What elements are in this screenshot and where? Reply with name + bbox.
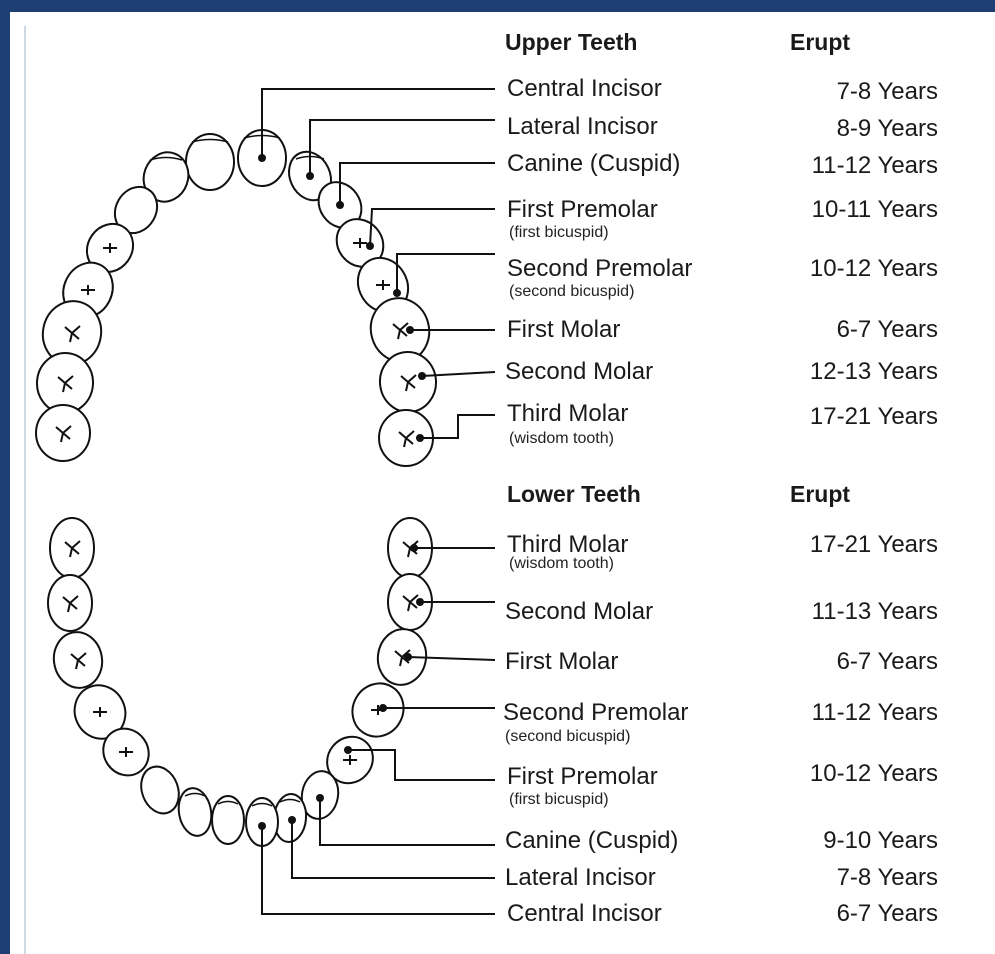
leader-dot	[306, 172, 314, 180]
lower-tooth-erupt: 6-7 Years	[778, 902, 938, 926]
upper-tooth-name: Canine (Cuspid)	[507, 152, 680, 176]
leader-dot	[316, 794, 324, 802]
leader-dot	[418, 372, 426, 380]
leader-line	[310, 120, 495, 176]
leader-dot	[410, 544, 418, 552]
leader-line	[397, 254, 495, 293]
lower-tooth-name: First Molar	[505, 650, 618, 674]
lower-tooth-note: (second bicuspid)	[505, 729, 630, 745]
upper-tooth-erupt: 12-13 Years	[778, 360, 938, 384]
leader-dot	[404, 653, 412, 661]
lower-tooth-name: Third Molar	[507, 533, 628, 557]
lower-erupt-header: Erupt	[790, 483, 850, 506]
leader-dot	[393, 289, 401, 297]
lower-tooth-note: (first bicuspid)	[509, 792, 609, 808]
leader-dot	[379, 704, 387, 712]
lower-tooth-erupt: 11-13 Years	[778, 600, 938, 624]
lower-tooth-name: Second Molar	[505, 600, 653, 624]
lower-tooth-name: Second Premolar	[503, 701, 688, 725]
lower-tooth-erupt: 17-21 Years	[778, 533, 938, 557]
upper-tooth-name: Second Molar	[505, 360, 653, 384]
leader-line	[320, 798, 495, 845]
upper-tooth-erupt: 17-21 Years	[778, 405, 938, 429]
lower-tooth-name: First Premolar	[507, 765, 658, 789]
upper-tooth-name: Second Premolar	[507, 257, 692, 281]
leader-dot	[344, 746, 352, 754]
upper-erupt-header: Erupt	[790, 31, 850, 54]
lower-tooth-name: Lateral Incisor	[505, 866, 656, 890]
upper-tooth-note: (wisdom tooth)	[509, 431, 614, 447]
upper-tooth-name: Central Incisor	[507, 77, 662, 101]
upper-tooth-name: Lateral Incisor	[507, 115, 658, 139]
leader-line	[370, 209, 495, 246]
leader-line	[262, 89, 495, 158]
leader-dot	[416, 434, 424, 442]
leader-dot	[258, 822, 266, 830]
lower-teeth-header: Lower Teeth	[507, 483, 641, 506]
upper-tooth-name: First Molar	[507, 318, 620, 342]
upper-tooth-erupt: 7-8 Years	[778, 80, 938, 104]
lower-tooth-name: Central Incisor	[507, 902, 662, 926]
upper-tooth-name: First Premolar	[507, 198, 658, 222]
leader-line	[292, 820, 495, 878]
leader-line	[340, 163, 495, 205]
lower-tooth-erupt: 10-12 Years	[778, 762, 938, 786]
lower-tooth-erupt: 7-8 Years	[778, 866, 938, 890]
leader-dot	[336, 201, 344, 209]
leader-dot	[366, 242, 374, 250]
upper-tooth-erupt: 10-12 Years	[778, 257, 938, 281]
lower-tooth-erupt: 11-12 Years	[778, 701, 938, 725]
upper-tooth-erupt: 8-9 Years	[778, 117, 938, 141]
lower-tooth-name: Canine (Cuspid)	[505, 829, 678, 853]
leader-dot	[258, 154, 266, 162]
lower-tooth-note: (wisdom tooth)	[509, 556, 614, 572]
upper-tooth-erupt: 11-12 Years	[778, 154, 938, 178]
upper-tooth-note: (second bicuspid)	[509, 284, 634, 300]
upper-tooth-erupt: 6-7 Years	[778, 318, 938, 342]
leader-dot	[406, 326, 414, 334]
leader-dot	[288, 816, 296, 824]
upper-teeth-header: Upper Teeth	[505, 31, 637, 54]
upper-tooth-name: Third Molar	[507, 402, 628, 426]
tooth	[212, 796, 244, 844]
upper-tooth-erupt: 10-11 Years	[778, 198, 938, 222]
upper-tooth-note: (first bicuspid)	[509, 225, 609, 241]
lower-tooth-erupt: 9-10 Years	[778, 829, 938, 853]
lower-tooth-erupt: 6-7 Years	[778, 650, 938, 674]
leader-dot	[416, 598, 424, 606]
